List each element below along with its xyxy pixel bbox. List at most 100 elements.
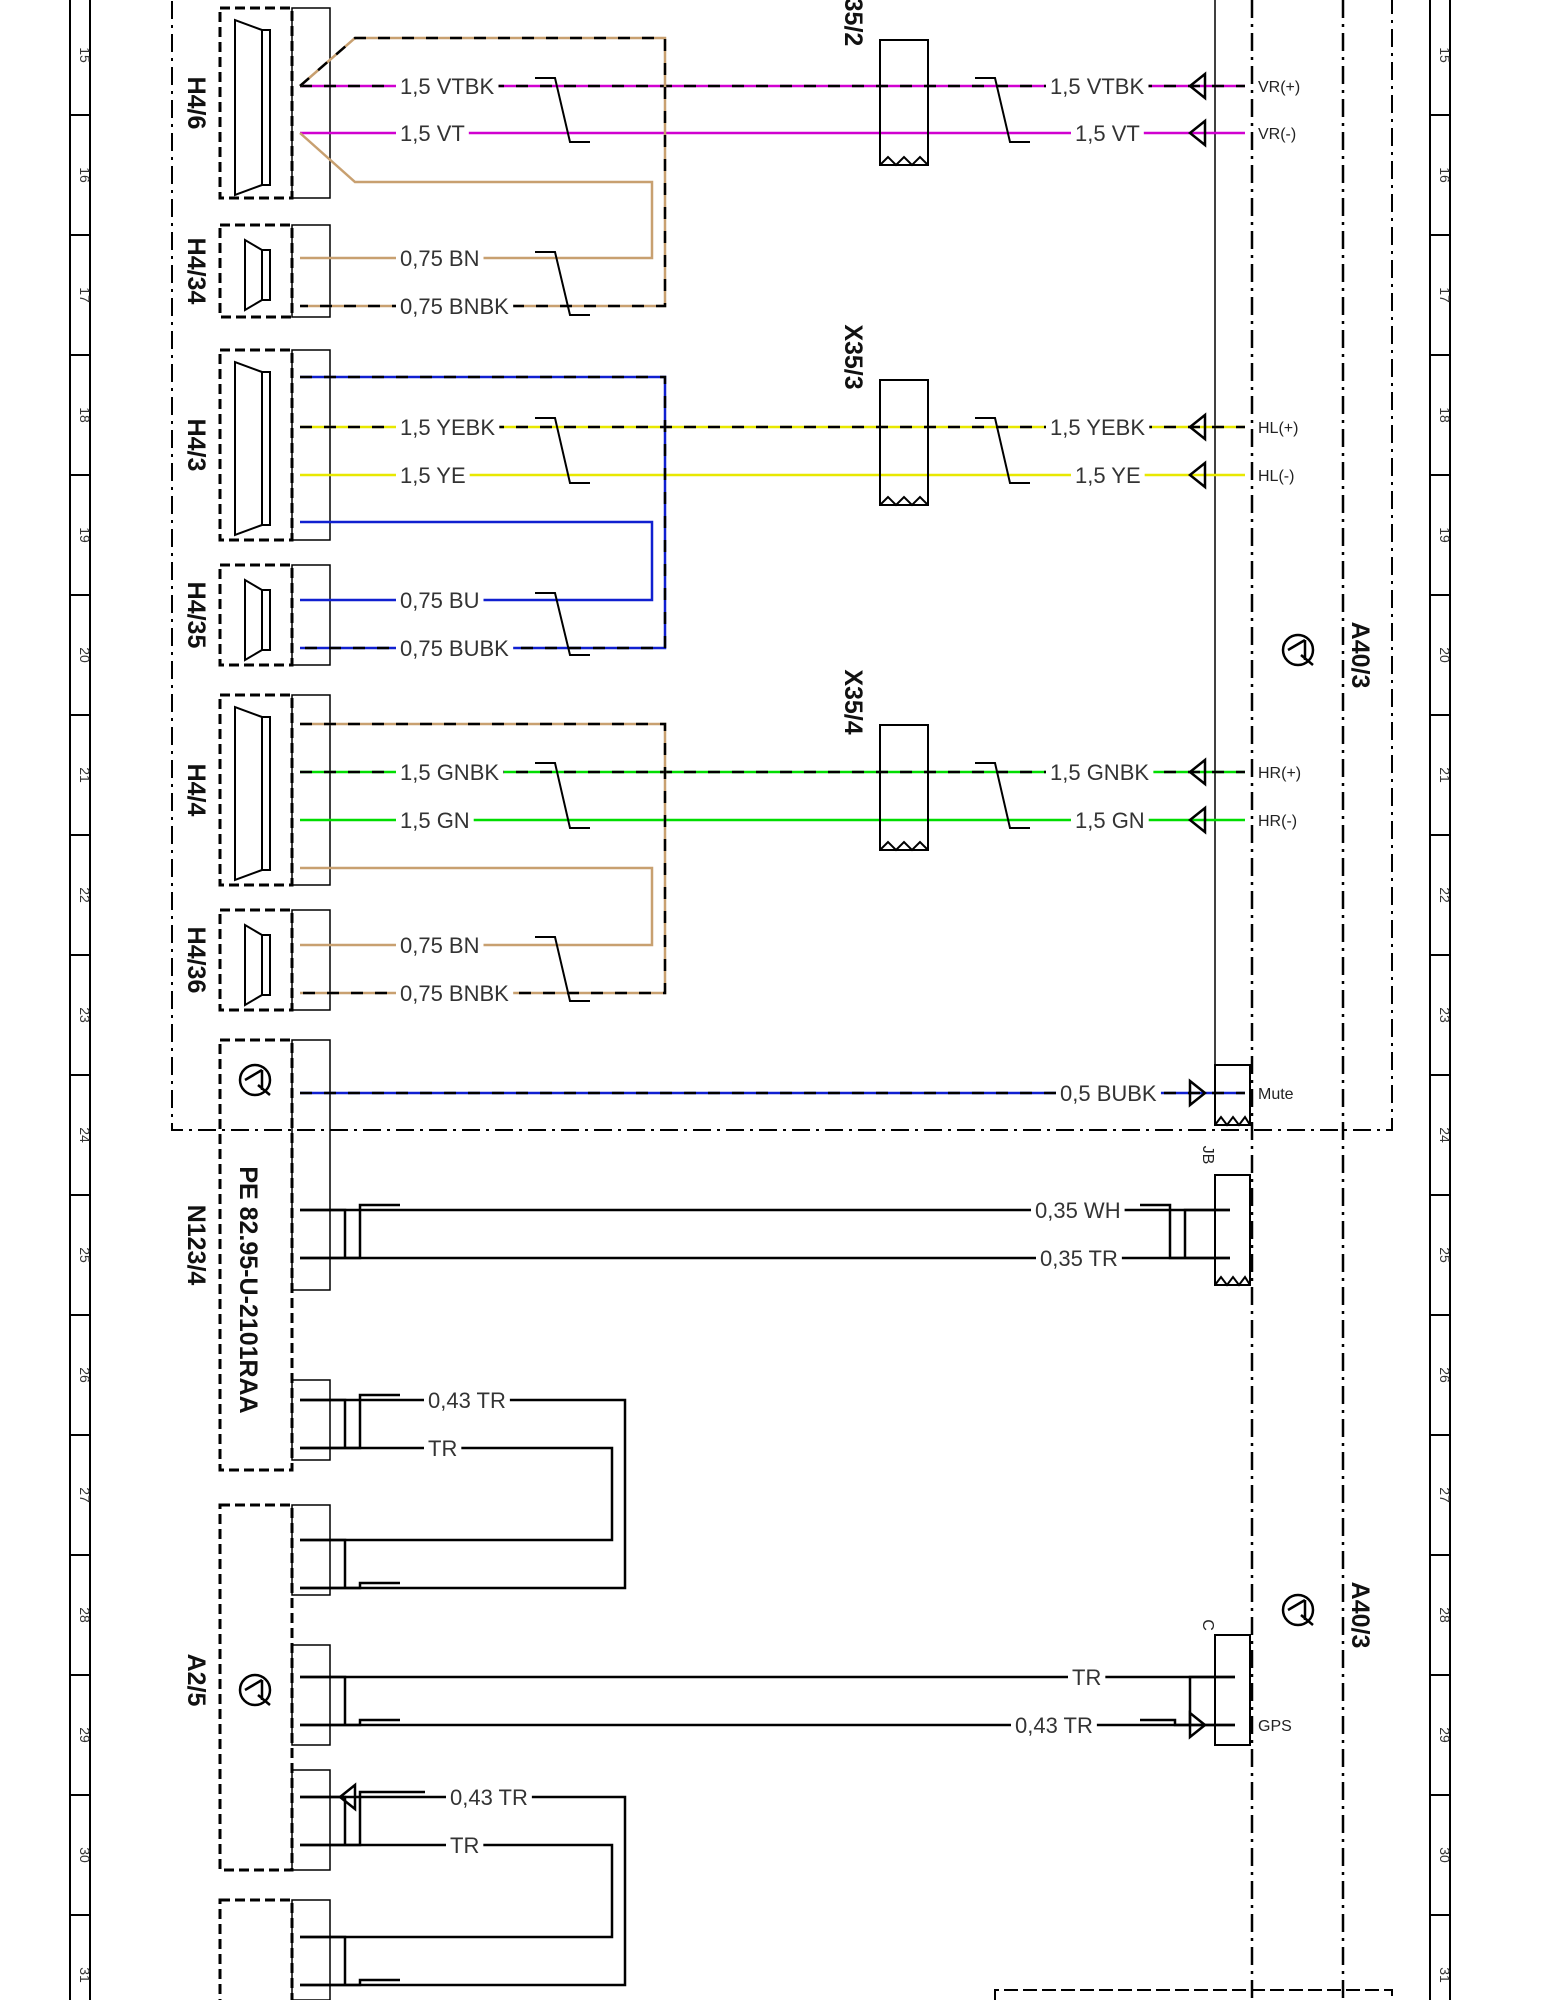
component-label-n123-4: N123/4 — [182, 1205, 210, 1286]
grid-row-label-right: 23 — [1437, 1007, 1453, 1023]
wire-label: 1,5 VTBK — [1050, 74, 1144, 99]
grid-row-label-right: 26 — [1437, 1367, 1453, 1383]
pin-label-hr-minus: HR(-) — [1258, 813, 1297, 830]
grid-row-label-right: 28 — [1437, 1607, 1453, 1623]
grid-row-label-left: 29 — [77, 1727, 93, 1743]
h4-3-box — [218, 348, 294, 542]
a2-5-box — [218, 1503, 294, 1872]
wire-label: 1,5 GN — [1075, 808, 1145, 833]
wire-label: 1,5 YE — [400, 463, 466, 488]
x35-2-connector — [879, 39, 929, 166]
x35-3-connector — [879, 379, 929, 506]
component-label-x35-3: X35/3 — [839, 324, 867, 389]
connector-label-jb: JB — [1199, 1146, 1216, 1165]
speaker-icon — [234, 360, 271, 537]
component-label-x35-4: X35/4 — [839, 669, 867, 734]
speaker-icon — [234, 705, 271, 882]
grid-row-label-right: 16 — [1437, 167, 1453, 183]
wire-label: 1,5 GN — [400, 808, 470, 833]
grid-row-label-left: 23 — [77, 1007, 93, 1023]
grid-row-label-right: 27 — [1437, 1487, 1453, 1503]
grid-row-label-left: 28 — [77, 1607, 93, 1623]
speaker-icon — [244, 578, 271, 662]
grid-row-label-left: 22 — [77, 887, 93, 903]
wire-label: 0,75 BN — [400, 933, 480, 958]
speaker-icon — [234, 18, 271, 197]
wire-label: TR — [1072, 1665, 1101, 1690]
grid-row-label-left: 20 — [77, 647, 93, 663]
component-label-h4-36: H4/36 — [182, 927, 210, 994]
wire-label: 1,5 YEBK — [400, 415, 495, 440]
lower-box — [218, 1898, 294, 2000]
h4-36-box — [218, 908, 294, 1012]
wire-label: 1,5 YEBK — [1050, 415, 1145, 440]
wire-label: 0,43 TR — [1015, 1713, 1093, 1738]
amplifier-symbol-icon — [1281, 1593, 1315, 1627]
amplifier-symbol-icon — [1281, 633, 1315, 667]
speaker-icon — [244, 238, 271, 312]
wire-label: 0,75 BNBK — [400, 294, 509, 319]
grid-row-label-right: 30 — [1437, 1847, 1453, 1863]
connector-label-c: C — [1199, 1619, 1216, 1631]
grid-row-label-right: 17 — [1437, 287, 1453, 303]
component-label-x35-2: 35/2 — [839, 0, 867, 46]
wire-label: 1,5 GNBK — [400, 760, 499, 785]
pin-label-hl-plus: HL(+) — [1258, 420, 1298, 437]
grid-row-label-right: 15 — [1437, 47, 1453, 63]
grid-row-label-right: 24 — [1437, 1127, 1453, 1143]
amplifier-symbol-icon — [238, 1673, 272, 1707]
grid-row-label-left: 17 — [77, 287, 93, 303]
wire-label: 1,5 VT — [400, 121, 465, 146]
pin-label-mute: Mute — [1258, 1086, 1294, 1103]
grid-row-label-left: 16 — [77, 167, 93, 183]
grid-strip-left — [69, 0, 91, 2000]
wire-label: TR — [428, 1436, 457, 1461]
grid-row-label-left: 26 — [77, 1367, 93, 1383]
grid-row-label-right: 19 — [1437, 527, 1453, 543]
grid-row-label-left: 30 — [77, 1847, 93, 1863]
wire-label: 0,35 TR — [1040, 1246, 1118, 1271]
component-label-h4-6: H4/6 — [182, 77, 210, 130]
wire-label: TR — [450, 1833, 479, 1858]
h4-34-box — [218, 223, 294, 319]
x35-4-connector — [879, 724, 929, 851]
grid-row-label-left: 24 — [77, 1127, 93, 1143]
component-label-a40-3: A40/3 — [1346, 622, 1374, 689]
wire-label: 1,5 GNBK — [1050, 760, 1149, 785]
wire-label: 0,75 BUBK — [400, 636, 509, 661]
wire-label: 0,75 BNBK — [400, 981, 509, 1006]
wire-label: 1,5 VT — [1075, 121, 1140, 146]
component-label-h4-4: H4/4 — [182, 764, 210, 817]
grid-row-label-left: 15 — [77, 47, 93, 63]
grid-row-label-left: 27 — [77, 1487, 93, 1503]
grid-strip-right — [1429, 0, 1451, 2000]
h4-35-box — [218, 563, 294, 667]
speaker-icon — [244, 923, 271, 1007]
component-label-h4-35: H4/35 — [182, 582, 210, 649]
wire-label: 1,5 VTBK — [400, 74, 494, 99]
amplifier-symbol-icon — [238, 1063, 272, 1097]
grid-row-label-left: 25 — [77, 1247, 93, 1263]
component-label-a40-3: A40/3 — [1346, 1582, 1374, 1649]
speaker-region-frame — [171, 0, 1393, 1131]
pin-label-vr-plus: VR(+) — [1258, 79, 1300, 96]
h4-4-box — [218, 693, 294, 887]
pin-label-vr-minus: VR(-) — [1258, 126, 1296, 143]
wire-label: 0,43 TR — [428, 1388, 506, 1413]
grid-row-label-left: 21 — [77, 767, 93, 783]
grid-row-label-right: 20 — [1437, 647, 1453, 663]
grid-row-label-right: 29 — [1437, 1727, 1453, 1743]
grid-row-label-left: 31 — [77, 1967, 93, 1983]
h4-6-box — [218, 6, 294, 200]
wire-label: 0,75 BN — [400, 246, 480, 271]
pin-label-hr-plus: HR(+) — [1258, 765, 1301, 782]
grid-row-label-right: 22 — [1437, 887, 1453, 903]
component-label-h4-3: H4/3 — [182, 419, 210, 472]
component-label-a2-5: A2/5 — [182, 1654, 210, 1707]
pin-label-gps: GPS — [1258, 1718, 1292, 1735]
grid-row-label-right: 18 — [1437, 407, 1453, 423]
reference-note: PE 82.95-U-2101RAA — [234, 1166, 262, 1413]
grid-row-label-right: 25 — [1437, 1247, 1453, 1263]
wire-label: 0,75 BU — [400, 588, 480, 613]
